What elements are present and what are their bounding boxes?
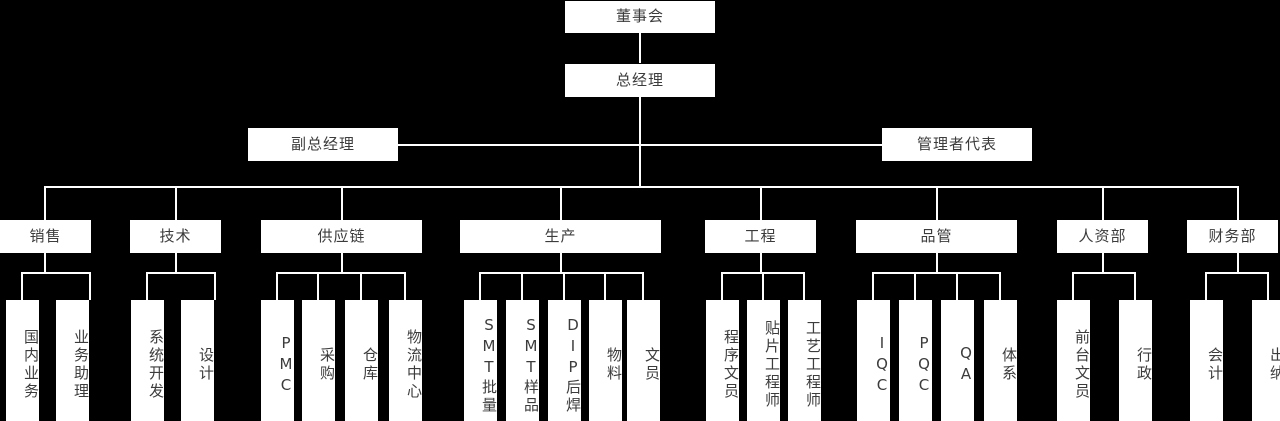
- drop-pqc: [914, 272, 916, 300]
- drop-qa: [956, 272, 958, 300]
- node-purchasing[interactable]: 采购: [302, 300, 335, 421]
- drop-technology: [175, 186, 177, 220]
- node-accounting[interactable]: 会计: [1190, 300, 1223, 421]
- drop-clerk: [642, 272, 644, 300]
- node-pqc[interactable]: PQC: [899, 300, 932, 421]
- node-department-supply-chain[interactable]: 供应链: [261, 220, 422, 253]
- node-dip-post-soldering[interactable]: DIP后焊: [548, 300, 581, 421]
- node-warehouse[interactable]: 仓库: [345, 300, 378, 421]
- node-smt-engineer[interactable]: 贴片工程师: [747, 300, 780, 421]
- drop-sales-stem: [44, 253, 46, 273]
- drop-smt-sample: [521, 272, 523, 300]
- node-system[interactable]: 体系: [984, 300, 1017, 421]
- node-front-desk-clerk[interactable]: 前台文员: [1057, 300, 1090, 421]
- bar-production: [479, 272, 644, 274]
- drop-supply-chain: [341, 186, 343, 220]
- node-qa[interactable]: QA: [941, 300, 974, 421]
- node-board[interactable]: 董事会: [565, 1, 715, 33]
- node-department-sales[interactable]: 销售: [0, 220, 91, 253]
- drop-finance: [1237, 186, 1239, 220]
- drop-human-resources: [1102, 186, 1104, 220]
- drop-pmc: [276, 272, 278, 300]
- drop-quality-control: [936, 186, 938, 220]
- drop-cashier: [1267, 272, 1269, 300]
- node-clerk[interactable]: 文员: [627, 300, 660, 421]
- connector-tier2-bar: [398, 144, 882, 146]
- drop-engineering: [760, 186, 762, 220]
- bar-human-resources: [1072, 272, 1136, 274]
- bar-technology: [146, 272, 216, 274]
- drop-technology-stem: [175, 253, 177, 273]
- node-logistics-center[interactable]: 物流中心: [389, 300, 422, 421]
- node-cashier[interactable]: 出纳: [1252, 300, 1280, 421]
- drop-production-stem: [560, 253, 562, 273]
- node-system-development[interactable]: 系统开发: [131, 300, 164, 421]
- bar-sales: [21, 272, 91, 274]
- drop-system: [999, 272, 1001, 300]
- drop-quality-control-stem: [936, 253, 938, 273]
- drop-supply-chain-stem: [341, 253, 343, 273]
- node-business-assistant[interactable]: 业务助理: [56, 300, 89, 421]
- connector-department-bus: [44, 186, 1239, 188]
- node-department-technology[interactable]: 技术: [130, 220, 221, 253]
- drop-sales: [44, 186, 46, 220]
- drop-dip-post-soldering: [563, 272, 565, 300]
- node-design[interactable]: 设计: [181, 300, 214, 421]
- drop-logistics-center: [404, 272, 406, 300]
- drop-smt-engineer: [762, 272, 764, 300]
- drop-engineering-stem: [760, 253, 762, 273]
- node-process-engineer[interactable]: 工艺工程师: [788, 300, 821, 421]
- drop-business-assistant: [89, 272, 91, 300]
- node-materials[interactable]: 物料: [589, 300, 622, 421]
- drop-program-clerk: [721, 272, 723, 300]
- drop-front-desk-clerk: [1072, 272, 1074, 300]
- drop-accounting: [1205, 272, 1207, 300]
- bar-supply-chain: [276, 272, 406, 274]
- node-domestic-business[interactable]: 国内业务: [6, 300, 39, 421]
- node-department-human-resources[interactable]: 人资部: [1057, 220, 1148, 253]
- node-smt-mass-production[interactable]: SMT批量: [464, 300, 497, 421]
- drop-administration: [1134, 272, 1136, 300]
- drop-domestic-business: [21, 272, 23, 300]
- connector-gm-trunk: [639, 97, 641, 187]
- node-management-representative[interactable]: 管理者代表: [882, 128, 1032, 161]
- node-iqc[interactable]: IQC: [857, 300, 890, 421]
- drop-production: [560, 186, 562, 220]
- node-department-production[interactable]: 生产: [460, 220, 661, 253]
- drop-process-engineer: [803, 272, 805, 300]
- connector-board-to-gm: [639, 33, 641, 63]
- node-department-quality-control[interactable]: 品管: [856, 220, 1017, 253]
- drop-finance-stem: [1237, 253, 1239, 273]
- bar-quality-control: [872, 272, 1001, 274]
- node-department-engineering[interactable]: 工程: [705, 220, 816, 253]
- drop-system-development: [146, 272, 148, 300]
- drop-purchasing: [317, 272, 319, 300]
- drop-iqc: [872, 272, 874, 300]
- node-general-manager[interactable]: 总经理: [565, 64, 715, 97]
- node-administration[interactable]: 行政: [1119, 300, 1152, 421]
- drop-warehouse: [360, 272, 362, 300]
- drop-design: [214, 272, 216, 300]
- bar-finance: [1205, 272, 1269, 274]
- node-deputy-general-manager[interactable]: 副总经理: [248, 128, 398, 161]
- drop-human-resources-stem: [1102, 253, 1104, 273]
- drop-smt-mass-production: [479, 272, 481, 300]
- node-department-finance[interactable]: 财务部: [1187, 220, 1278, 253]
- node-smt-sample[interactable]: SMT样品: [506, 300, 539, 421]
- node-program-clerk[interactable]: 程序文员: [706, 300, 739, 421]
- drop-materials: [604, 272, 606, 300]
- node-pmc[interactable]: PMC: [261, 300, 294, 421]
